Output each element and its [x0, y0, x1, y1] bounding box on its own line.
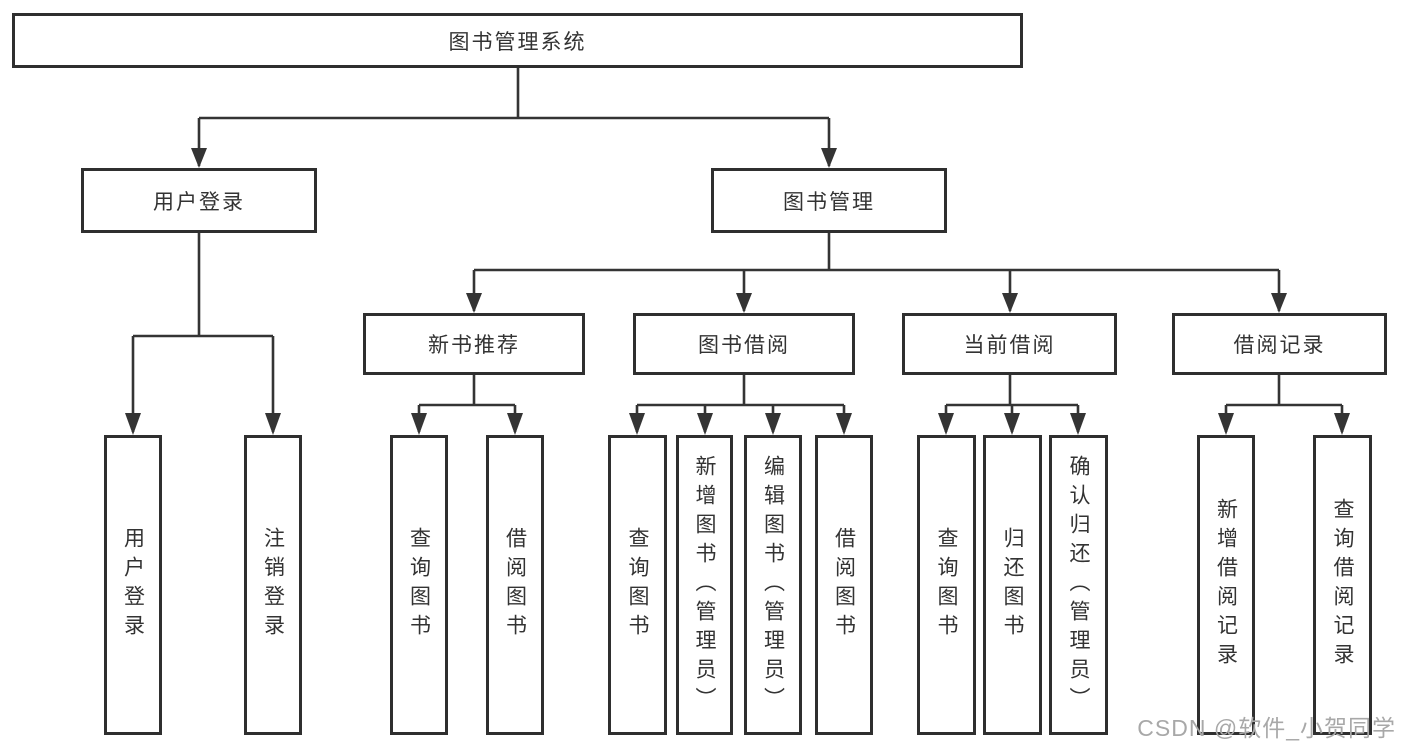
leaf-br-add-record-label: 新增借阅记录 [1214, 498, 1238, 672]
leaf-bb-borrow-book-label: 借阅图书 [832, 527, 856, 643]
leaf-rec-query-book-label: 查询图书 [407, 527, 431, 643]
leaf-user-login-label: 用户登录 [121, 527, 145, 643]
node-new-book-rec: 新书推荐 [363, 313, 585, 375]
arrowhead [191, 148, 207, 168]
arrowhead [507, 413, 523, 435]
node-new-book-rec-label: 新书推荐 [428, 334, 520, 357]
edge-root-to-level1 [197, 68, 831, 166]
csdn-watermark: CSDN @软件_小贺同学 [1137, 715, 1396, 741]
leaf-bb-edit-book: 编辑图书（管理员） [744, 435, 802, 735]
node-book-manage: 图书管理 [711, 168, 947, 233]
arrowhead [1070, 413, 1086, 435]
leaf-bb-query-book-label: 查询图书 [626, 527, 649, 643]
leaf-bb-add-book: 新增图书（管理员） [676, 435, 733, 735]
leaf-rec-query-book: 查询图书 [390, 435, 448, 735]
node-user-login-label: 用户登录 [153, 190, 245, 214]
leaf-cb-return-book-label: 归还图书 [1001, 527, 1024, 643]
arrowhead [1218, 413, 1234, 435]
arrowhead [125, 413, 141, 435]
leaf-cb-confirm-return: 确认归还（管理员） [1049, 435, 1108, 735]
leaf-rec-borrow-book-label: 借阅图书 [503, 527, 527, 643]
arrowhead [411, 413, 427, 435]
node-current-borrow: 当前借阅 [902, 313, 1117, 375]
node-book-manage-label: 图书管理 [783, 190, 875, 214]
node-book-borrow-label: 图书借阅 [698, 334, 790, 357]
node-book-borrow: 图书借阅 [633, 313, 855, 375]
leaf-br-query-record: 查询借阅记录 [1313, 435, 1372, 735]
leaf-br-query-record-label: 查询借阅记录 [1331, 498, 1354, 672]
leaf-cb-query-book: 查询图书 [917, 435, 976, 735]
arrowhead [821, 148, 837, 168]
arrowhead [1004, 413, 1020, 435]
leaf-logout: 注销登录 [244, 435, 302, 735]
node-root-label: 图书管理系统 [448, 30, 587, 54]
leaf-bb-edit-book-label: 编辑图书（管理员） [761, 454, 785, 716]
leaf-rec-borrow-book: 借阅图书 [486, 435, 544, 735]
leaf-bb-add-book-label: 新增图书（管理员） [693, 454, 716, 716]
leaf-bb-query-book: 查询图书 [608, 435, 667, 735]
edge-bookmanage-to-level2 [472, 233, 1281, 311]
arrowhead [765, 413, 781, 435]
leaf-br-add-record: 新增借阅记录 [1197, 435, 1255, 735]
arrowhead [938, 413, 954, 435]
edge-newbookrec-to-leaves [417, 375, 517, 432]
arrowhead [265, 413, 281, 435]
leaf-logout-label: 注销登录 [261, 527, 285, 643]
edge-userlogin-to-leaves [131, 233, 275, 432]
arrowhead [466, 293, 482, 313]
arrowhead [1002, 293, 1018, 313]
node-borrow-record-label: 借阅记录 [1233, 334, 1326, 357]
node-root: 图书管理系统 [12, 13, 1023, 68]
arrowhead [697, 413, 713, 435]
arrowhead [836, 413, 852, 435]
arrowhead [1271, 293, 1287, 313]
leaf-cb-return-book: 归还图书 [983, 435, 1042, 735]
leaf-cb-query-book-label: 查询图书 [935, 527, 958, 643]
node-borrow-record: 借阅记录 [1172, 313, 1387, 375]
leaf-cb-confirm-return-label: 确认归还（管理员） [1067, 454, 1090, 716]
arrowhead [736, 293, 752, 313]
edge-bookborrow-to-leaves [635, 375, 846, 432]
leaf-user-login: 用户登录 [104, 435, 162, 735]
edge-borrowrecord-to-leaves [1224, 375, 1344, 432]
leaf-bb-borrow-book: 借阅图书 [815, 435, 873, 735]
node-current-borrow-label: 当前借阅 [963, 334, 1056, 357]
arrowhead [629, 413, 645, 435]
node-user-login: 用户登录 [81, 168, 317, 233]
arrowhead [1334, 413, 1350, 435]
